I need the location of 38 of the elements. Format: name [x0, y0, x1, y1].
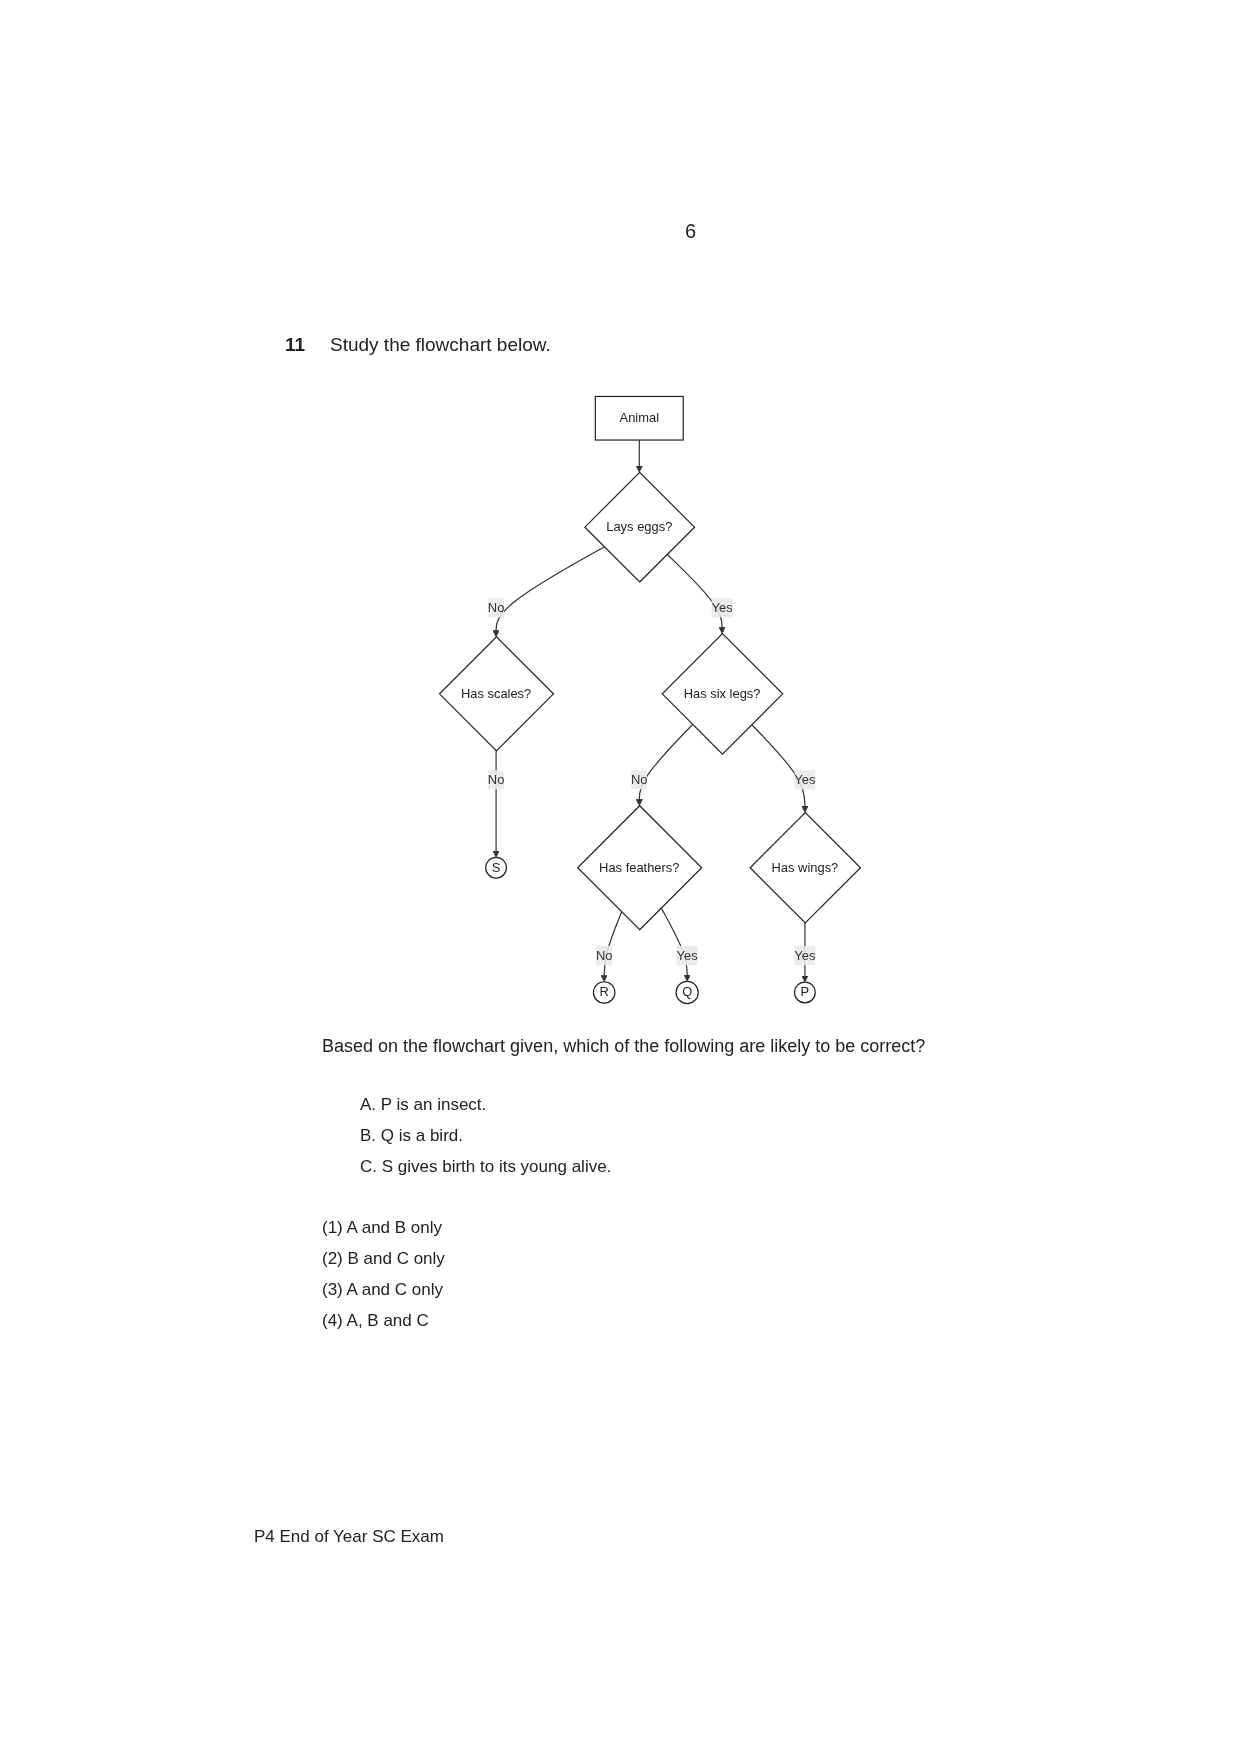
answer-choice: (1) A and B only: [322, 1218, 443, 1238]
question-text: Based on the flowchart given, which of the following are likely to be correct?: [322, 1036, 926, 1057]
arrow: [492, 750, 500, 858]
arrow: [492, 546, 605, 638]
node-circle: Q: [675, 980, 699, 1005]
page-number: 6: [685, 220, 697, 243]
node-diamond: Has wings?: [749, 811, 862, 924]
arrow: [635, 439, 643, 473]
question-number: 11: [285, 334, 306, 356]
option-text: C. S gives birth to its young alive.: [360, 1157, 612, 1177]
edge-label: Yes: [794, 772, 816, 787]
node-diamond: Has feathers?: [576, 804, 703, 931]
edge-label: Yes: [794, 948, 816, 963]
edge-label: No: [595, 948, 613, 963]
arrow: [801, 922, 809, 983]
node-circle: R: [592, 981, 616, 1004]
answer-choice: (4) A, B and C: [322, 1311, 429, 1331]
footer-text: P4 End of Year SC Exam: [254, 1527, 444, 1547]
option-text: A. P is an insect.: [360, 1095, 487, 1115]
edge-label: No: [487, 600, 505, 615]
edge-label: Yes: [676, 948, 698, 963]
arrow: [635, 723, 694, 807]
answer-choice: (2) B and C only: [322, 1249, 445, 1269]
edge-label: No: [487, 772, 505, 787]
edge-label: Yes: [711, 600, 733, 615]
arrow: [600, 911, 623, 983]
node-diamond: Has scales?: [438, 636, 555, 752]
node-diamond: Has six legs?: [661, 632, 784, 755]
option-text: B. Q is a bird.: [360, 1126, 463, 1146]
edge-label: No: [631, 772, 648, 787]
answer-choice: (3) A and C only: [322, 1280, 443, 1300]
arrow: [751, 723, 809, 813]
node-circle: S: [485, 856, 508, 879]
node-circle: P: [793, 981, 816, 1004]
instruction-text: Study the flowchart below.: [330, 334, 551, 356]
node-box: Animal: [594, 395, 684, 441]
arrow: [666, 553, 726, 634]
node-diamond: Lays eggs?: [584, 471, 696, 583]
